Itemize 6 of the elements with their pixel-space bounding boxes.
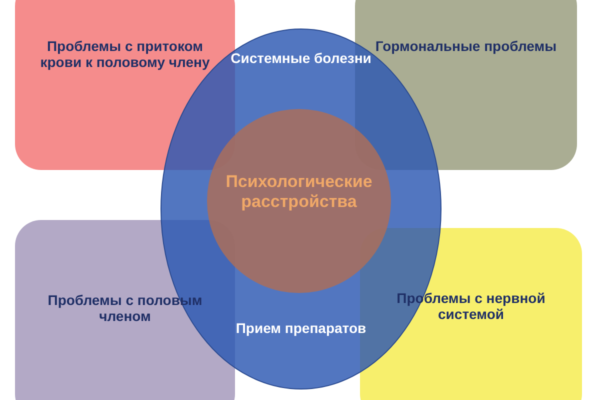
node-label: Гормональные проблемы: [375, 38, 557, 54]
node-label: Проблемы с притоком крови к половому члену: [39, 38, 211, 70]
node-label: Психологические расстройства: [224, 172, 374, 212]
node-label: Системные болезни: [230, 50, 372, 66]
circle: [206, 108, 392, 294]
node-label: Прием препаратов: [234, 320, 368, 336]
